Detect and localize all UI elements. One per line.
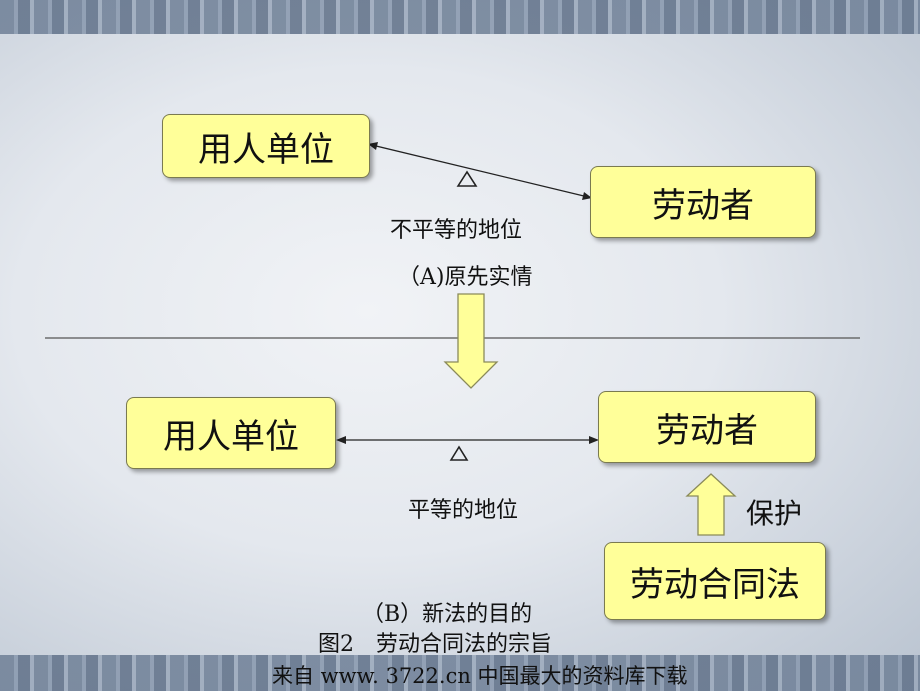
down-arrow	[443, 293, 499, 389]
worker-box-top: 劳动者	[590, 166, 816, 238]
footer-source: 来自 www. 3722.cn 中国最大的资料库下载	[272, 664, 688, 688]
unequal-arrowhead-right	[582, 192, 592, 200]
employer-box-top: 用人单位	[162, 114, 370, 178]
bottom-decor-strip	[0, 655, 920, 691]
fulcrum-top-icon	[456, 170, 478, 187]
worker-label-bottom: 劳动者	[656, 410, 758, 451]
employer-label-top: 用人单位	[198, 129, 334, 170]
employer-label-bottom: 用人单位	[163, 416, 299, 457]
worker-box-bottom: 劳动者	[598, 391, 816, 463]
figure-title: 图2 劳动合同法的宗旨	[318, 632, 552, 657]
unequal-status-label: 不平等的地位	[390, 218, 523, 243]
protect-label: 保护	[746, 497, 803, 530]
top-decor-strip	[0, 0, 920, 34]
up-arrow	[685, 473, 737, 536]
employer-box-bottom: 用人单位	[126, 397, 336, 469]
caption-b: （B）新法的目的	[362, 602, 533, 627]
fulcrum-bottom-icon	[449, 445, 469, 461]
law-label: 劳动合同法	[630, 564, 800, 605]
worker-label-top: 劳动者	[652, 185, 754, 226]
equal-arrowhead-right	[589, 436, 599, 444]
unequal-arrowhead-left	[368, 142, 378, 150]
equal-arrowhead-left	[336, 436, 346, 444]
equal-status-label: 平等的地位	[408, 498, 519, 523]
unequal-relation-line	[371, 144, 589, 198]
caption-a: （A)原先实情	[398, 265, 533, 290]
law-box: 劳动合同法	[604, 542, 826, 620]
